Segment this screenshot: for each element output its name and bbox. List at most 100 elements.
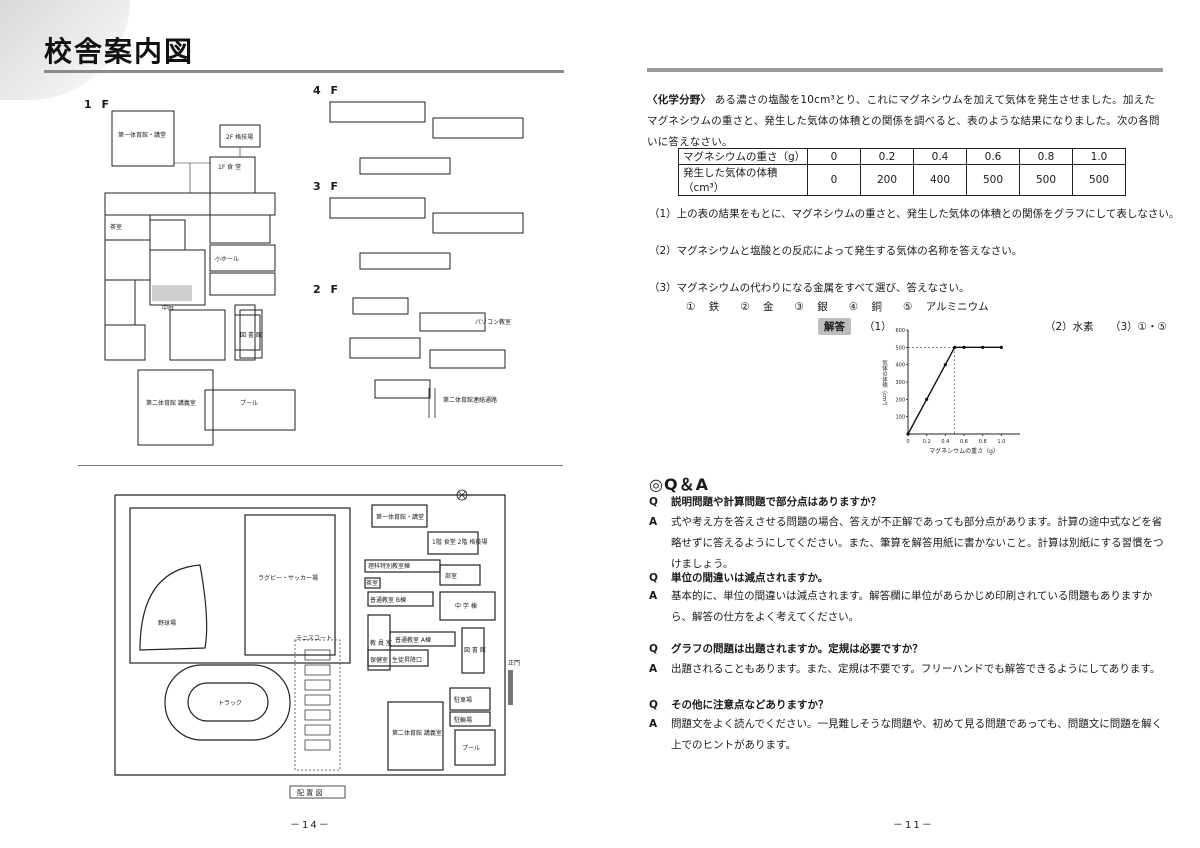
x-tick-label: 0.8: [979, 439, 987, 445]
qa-heading: ◎Q＆A: [649, 475, 709, 494]
section-divider: [78, 465, 563, 466]
y-tick-label: 100: [895, 415, 905, 421]
qa-answer-1: A 式や考え方を答えさせる問題の場合、答えが不正解であっても部分点があります。計算…: [649, 512, 1169, 575]
y-tick-label: 600: [895, 328, 905, 334]
data-point: [981, 345, 985, 349]
a-marker: A: [649, 590, 658, 602]
qa-question-2: Q 単位の間違いは減点されますか。: [649, 570, 828, 585]
label-cafeteria-1f: 1F 食 堂: [218, 163, 241, 171]
title-rule: [44, 70, 564, 73]
qa-question-text: グラフの問題は出題されますか。定規は必要ですか？: [671, 643, 923, 655]
table-cell: 0.8: [1019, 148, 1073, 165]
lead-text: ある濃さの塩酸を10cm³とり、これにマグネシウムを加えて気体を発生させました。…: [647, 94, 1160, 148]
answer-badge: 解答: [818, 318, 851, 335]
site-label-parking2: 駐輪場: [454, 716, 472, 724]
table-cell: 0.4: [913, 148, 967, 165]
site-label-chashitsu: 茶室: [366, 579, 378, 587]
page-number-right: －11－: [893, 820, 934, 831]
lead-paragraph: 〈化学分野〉 ある濃さの塩酸を10cm³とり、これにマグネシウムを加えて気体を発…: [647, 90, 1165, 153]
question-1: （1）上の表の結果をもとに、マグネシウムの重さと、発生した気体の体積との関係をグ…: [649, 208, 1180, 220]
site-label-club: 部室: [445, 572, 457, 580]
y-axis-label: 気体の体積（cm³）: [881, 359, 888, 409]
page-title: 校舎案内図: [44, 35, 195, 68]
site-label-bldg-b: 普通教室 B棟: [370, 596, 406, 604]
table-cell: 1.0: [1072, 148, 1126, 165]
answer-2: （2）水素: [1045, 321, 1094, 333]
q-marker: Q: [649, 643, 658, 655]
choices: ① 鉄 ② 金 ③ 銀 ④ 銅 ⑤ アルミニウム: [686, 301, 989, 313]
label-library-1f: 図 書 館: [240, 331, 262, 339]
a-marker: A: [649, 516, 658, 528]
site-layout-map: 第一体育館・講堂 1階 食堂 2階 格技場 理科特別教室棟 茶室 部室 普通教室…: [114, 489, 520, 799]
x-tick-label: 0.6: [960, 439, 968, 445]
qa-answer-4: A 問題文をよく読んでください。一見難しそうな問題や、初めて見る問題であっても、問…: [649, 714, 1169, 756]
table-cell: 0: [807, 148, 861, 165]
qa-answer-text: 問題文をよく読んでください。一見難しそうな問題や、初めて見る問題であっても、問題…: [671, 718, 1163, 751]
y-tick-label: 300: [895, 380, 905, 386]
site-label-health: 保健室: [370, 656, 388, 664]
floor-label-4f: 4 F: [313, 84, 341, 97]
qa-question-text: 説明問題や計算問題で部分点はありますか？: [671, 496, 881, 508]
site-label-gate: 正門: [508, 660, 520, 667]
a-marker: A: [649, 663, 658, 675]
label-passage-2f: 第二体育館連絡通路: [443, 396, 497, 404]
y-tick-label: 400: [895, 363, 905, 369]
site-label-baseball: 野球場: [158, 619, 176, 627]
answer-1-label: （1）: [864, 321, 892, 333]
site-label-science: 理科特別教室棟: [368, 562, 410, 570]
data-point: [999, 345, 1003, 349]
a-marker: A: [649, 718, 658, 730]
table-cell: 0.2: [860, 148, 914, 165]
site-label-gym1: 第一体育館・講堂: [376, 513, 424, 521]
site-label-gym2: 第二体育館 講義室: [392, 729, 442, 737]
site-label-counsel: 生徒昇降口: [392, 656, 422, 664]
site-label-staff: 教 員 室: [370, 639, 392, 647]
qa-question-text: 単位の間違いは減点されますか。: [671, 572, 829, 584]
floor-plans-upper: 第二体育館連絡通路 パソコン教室: [329, 101, 524, 418]
table-row-label: 発生した気体の体積（cm³）: [678, 164, 808, 196]
question-2: （2）マグネシウムと塩酸との反応によって発生する気体の名称を答えなさい。: [649, 245, 1023, 257]
x-tick-label: 0.2: [923, 439, 931, 445]
floor-label-1f: 1 F: [84, 98, 112, 111]
qa-answer-text: 出題されることもあります。また、定規は不要です。フリーハンドでも解答できるように…: [671, 663, 1161, 675]
answer-3: （3）①・⑤: [1110, 321, 1168, 333]
qa-answer-text: 式や考え方を答えさせる問題の場合、答えが不正解であっても部分点があります。計算の…: [671, 516, 1164, 570]
label-naka-1f: 中庭: [162, 304, 174, 312]
x-tick-label: 1.0: [997, 439, 1005, 445]
label-pool-1f: プール: [240, 400, 258, 407]
table-row: マグネシウムの重さ（g） 0 0.2 0.4 0.6 0.8 1.0: [678, 148, 1126, 165]
x-tick-label: 0.4: [941, 439, 949, 445]
site-label-track: トラック: [218, 700, 242, 707]
q-marker: Q: [649, 572, 658, 584]
header-rule-right: [647, 68, 1163, 72]
qa-answer-3: A 出題されることもあります。また、定規は不要です。フリーハンドでも解答できるよう…: [649, 659, 1169, 680]
qa-question-1: Q 説明問題や計算問題で部分点はありますか？: [649, 494, 881, 509]
table-cell: 0: [807, 164, 861, 196]
y-tick-label: 200: [895, 397, 905, 403]
floor-plan-1f: 第一体育館・講堂 第二体育館 講義室 プール 図 書 館 1F 食 堂 2F 格…: [104, 110, 296, 446]
label-hall-1f: 小ホール: [215, 255, 239, 263]
floor-label-3f: 3 F: [313, 180, 341, 193]
page-number-left: －14－: [290, 820, 331, 831]
q-marker: Q: [649, 699, 658, 711]
qa-question-4: Q その他に注意点などありますか？: [649, 697, 829, 712]
question-3: （3）マグネシウムの代わりになる金属をすべて選び、答えなさい。: [649, 282, 970, 294]
answer-graph: 100 200 300 400 500 600 0 0.2 0.4 0.6 0.8 1.0 気体の体積（…: [881, 328, 1020, 455]
qa-question-text: その他に注意点などありますか？: [671, 699, 829, 711]
site-label-pool: プール: [462, 745, 480, 752]
label-budokan-1f: 2F 格技場: [226, 133, 253, 141]
q-marker: Q: [649, 496, 658, 508]
table-row-label: マグネシウムの重さ（g）: [678, 148, 808, 165]
table-cell: 500: [966, 164, 1020, 196]
table-cell: 200: [860, 164, 914, 196]
site-label-jhs: 中 学 棟: [455, 602, 477, 610]
table-cell: 500: [1019, 164, 1073, 196]
data-point: [943, 363, 947, 367]
x-tick-label: 0: [906, 439, 909, 445]
gate-marker: [508, 670, 513, 705]
data-point: [906, 432, 910, 436]
y-tick-label: 500: [895, 345, 905, 351]
site-label-cafeteria: 1階 食堂 2階 格技場: [432, 538, 487, 546]
label-pc-2f: パソコン教室: [475, 318, 511, 326]
